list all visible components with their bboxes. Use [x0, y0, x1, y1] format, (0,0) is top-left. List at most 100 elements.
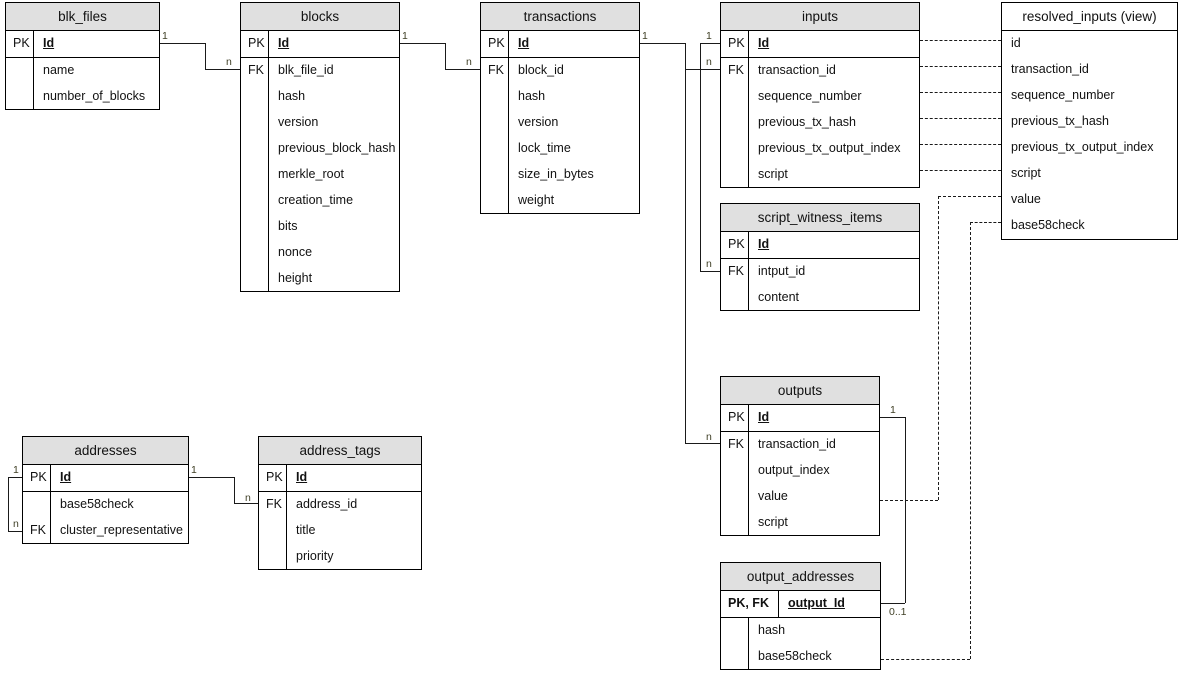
attribute-Id[interactable]: Id	[758, 410, 770, 424]
attribute-creation_time[interactable]: creation_time	[278, 193, 354, 207]
attribute-number_of_blocks[interactable]: number_of_blocks	[43, 89, 146, 103]
connector-addr-self-c1	[8, 531, 22, 533]
attribute-merkle_root[interactable]: merkle_root	[278, 167, 344, 181]
attribute-intput_id[interactable]: intput_id	[758, 264, 806, 278]
connector-addr-tags-b	[234, 477, 236, 503]
attribute-priority[interactable]: priority	[296, 549, 334, 563]
attribute-transaction_id[interactable]: transaction_id	[758, 63, 836, 77]
attribute-value[interactable]: value	[1011, 192, 1041, 206]
attribute-Id[interactable]: Id	[518, 36, 530, 50]
attribute-column: output_Id	[779, 591, 880, 617]
attribute-Id[interactable]: Id	[758, 36, 770, 50]
attribute-weight[interactable]: weight	[518, 193, 555, 207]
attribute-nonce[interactable]: nonce	[278, 245, 313, 259]
attribute-Id[interactable]: Id	[758, 237, 770, 251]
attribute-script[interactable]: script	[758, 515, 788, 529]
attribute-output_index[interactable]: output_index	[758, 463, 830, 477]
attribute-Id[interactable]: Id	[296, 470, 308, 484]
attribute-name[interactable]: name	[43, 63, 75, 77]
attribute-Id[interactable]: Id	[278, 36, 290, 50]
attribute-Id[interactable]: Id	[60, 470, 72, 484]
attribute-sequence_number[interactable]: sequence_number	[1011, 88, 1115, 102]
attribute-previous_block_hash[interactable]: previous_block_hash	[278, 141, 396, 155]
attribute-version[interactable]: version	[278, 115, 319, 129]
attribute-address_id[interactable]: address_id	[296, 497, 358, 511]
attribute-hash[interactable]: hash	[518, 89, 546, 103]
attribute-content[interactable]: content	[758, 290, 800, 304]
attribute-cluster_representative[interactable]: cluster_representative	[60, 523, 183, 537]
entity-title: addresses	[23, 437, 188, 465]
entity-group: name number_of_blocks	[6, 57, 159, 109]
attribute-value[interactable]: value	[758, 489, 788, 503]
attribute-transaction_id[interactable]: transaction_id	[1011, 62, 1089, 76]
entity-title: inputs	[721, 3, 919, 31]
derivation-ri-b58-c	[881, 659, 970, 660]
connector-out-oa-c	[881, 603, 905, 605]
key-label: FK	[721, 259, 749, 310]
attribute-script[interactable]: script	[758, 167, 788, 181]
connector-addr-self-b	[8, 477, 10, 531]
cardinality-output-addresses-zero-one: 0..1	[889, 606, 907, 618]
connector-addr-tags-c	[234, 503, 258, 505]
attribute-version[interactable]: version	[518, 115, 559, 129]
attribute-script[interactable]: script	[1011, 166, 1041, 180]
attribute-size_in_bytes[interactable]: size_in_bytes	[518, 167, 594, 181]
attribute-previous_tx_hash[interactable]: previous_tx_hash	[1011, 114, 1109, 128]
attribute-previous_tx_hash[interactable]: previous_tx_hash	[758, 115, 856, 129]
attribute-column: id transaction_id sequence_number previous_…	[1002, 31, 1177, 239]
connector-tx-outputs	[685, 443, 720, 445]
attribute-previous_tx_output_index[interactable]: previous_tx_output_index	[758, 141, 901, 155]
attribute-previous_tx_output_index[interactable]: previous_tx_output_index	[1011, 140, 1154, 154]
attribute-block_id[interactable]: block_id	[518, 63, 564, 77]
key-label: PK, FK	[721, 591, 779, 617]
key-label	[6, 58, 34, 109]
attribute-column: name number_of_blocks	[34, 58, 159, 109]
key-label: PK	[6, 31, 34, 57]
attribute-base58check[interactable]: base58check	[758, 649, 832, 663]
attribute-lock_time[interactable]: lock_time	[518, 141, 571, 155]
entity-group: PK, FK output_Id	[721, 591, 880, 617]
attribute-column: base58check cluster_representative	[51, 492, 188, 543]
attribute-base58check[interactable]: base58check	[1011, 218, 1085, 232]
attribute-column: Id	[287, 465, 421, 491]
attribute-hash[interactable]: hash	[278, 89, 306, 103]
attribute-blk_file_id[interactable]: blk_file_id	[278, 63, 334, 77]
connector-blocks-tx-b	[445, 43, 447, 69]
cardinality-address-tags-many: n	[245, 492, 251, 504]
cardinality-blocks-one: 1	[402, 30, 408, 42]
attribute-base58check[interactable]: base58check	[60, 497, 134, 511]
connector-addr-tags-a	[189, 477, 234, 479]
derivation-inputs-ri-4	[920, 144, 1001, 145]
attribute-title[interactable]: title	[296, 523, 316, 537]
attribute-sequence_number[interactable]: sequence_number	[758, 89, 862, 103]
attribute-transaction_id[interactable]: transaction_id	[758, 437, 836, 451]
attribute-output_Id[interactable]: output_Id	[788, 596, 845, 610]
derivation-inputs-ri-0	[920, 40, 1001, 41]
attribute-Id[interactable]: Id	[43, 36, 55, 50]
connector-inputs-swi-c	[700, 271, 720, 273]
cardinality-transactions-one: 1	[642, 30, 648, 42]
entity-title: outputs	[721, 377, 879, 405]
attribute-bits[interactable]: bits	[278, 219, 298, 233]
cardinality-addresses-self-one: 1	[13, 464, 19, 476]
attribute-hash[interactable]: hash	[758, 623, 786, 637]
entity-title: blk_files	[6, 3, 159, 31]
entity-title: output_addresses	[721, 563, 880, 591]
attribute-height[interactable]: height	[278, 271, 313, 285]
attribute-id[interactable]: id	[1011, 36, 1021, 50]
